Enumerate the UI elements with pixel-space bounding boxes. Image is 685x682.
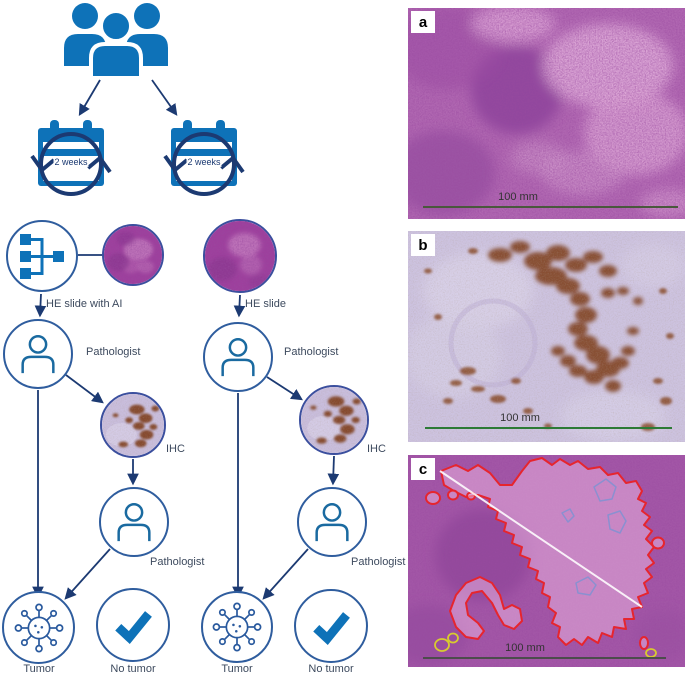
- schedule-label: 2 weeks: [186, 157, 222, 167]
- pathologist-node: [3, 319, 73, 389]
- pathologist-label: Pathologist: [150, 556, 205, 568]
- histology-panel-c: c 100 mm: [408, 455, 685, 667]
- ai-algorithm-icon: [20, 233, 64, 279]
- measurement-line: [439, 470, 643, 608]
- scale-bar: [425, 427, 672, 429]
- no-tumor-label: No tumor: [308, 663, 354, 675]
- people-group-icon: [60, 2, 172, 80]
- ai-analysis-node: [6, 220, 78, 292]
- panel-label: a: [411, 11, 435, 33]
- ihc-thumbnail: [299, 385, 369, 455]
- pathologist-label: Pathologist: [351, 556, 406, 568]
- tumor-label: Tumor: [23, 663, 55, 675]
- scale-label: 100 mm: [500, 412, 540, 424]
- flow-connectors: [32, 79, 340, 600]
- ihc-label: IHC: [367, 443, 386, 455]
- virus-icon: [212, 602, 262, 652]
- person-icon: [221, 338, 255, 377]
- histology-panel-a: a 100 mm: [408, 8, 685, 219]
- scale-bar: [423, 206, 678, 208]
- scale-label: 100 mm: [505, 642, 545, 654]
- pathologist-node: [297, 487, 367, 557]
- calendar-cycle-icon: 2 weeks: [26, 120, 116, 202]
- person-icon: [21, 335, 55, 374]
- panel-label: b: [411, 234, 435, 256]
- calendar-cycle-icon: 2 weeks: [159, 120, 249, 202]
- tumor-node: [201, 591, 273, 663]
- histology-panel-b: b 100 mm: [408, 231, 685, 442]
- ihc-label: IHC: [166, 443, 185, 455]
- virus-icon: [14, 603, 63, 652]
- tumor-node: [2, 591, 75, 664]
- contour-blue: [561, 478, 627, 596]
- ihc-thumbnail: [100, 392, 166, 458]
- checkmark-icon: [313, 612, 350, 645]
- he-slide-thumbnail: [102, 224, 164, 286]
- scale-bar: [423, 657, 666, 659]
- tumor-contour-red: [425, 457, 665, 650]
- pathologist-label: Pathologist: [86, 346, 141, 358]
- slide-label: HE slide with AI: [46, 298, 123, 310]
- scale-label: 100 mm: [498, 191, 538, 203]
- pathologist-label: Pathologist: [284, 346, 339, 358]
- panel-label: c: [411, 458, 435, 480]
- person-icon: [315, 503, 349, 542]
- pathologist-node: [99, 487, 169, 557]
- he-slide-thumbnail: [203, 219, 277, 293]
- tumor-label: Tumor: [221, 663, 253, 675]
- person-icon: [117, 503, 151, 542]
- checkmark-icon: [115, 611, 152, 644]
- schedule-label: 2 weeks: [53, 157, 89, 167]
- no-tumor-node: [96, 588, 170, 662]
- no-tumor-node: [294, 589, 368, 663]
- slide-label: HE slide: [245, 298, 286, 310]
- no-tumor-label: No tumor: [110, 663, 156, 675]
- pathologist-node: [203, 322, 273, 392]
